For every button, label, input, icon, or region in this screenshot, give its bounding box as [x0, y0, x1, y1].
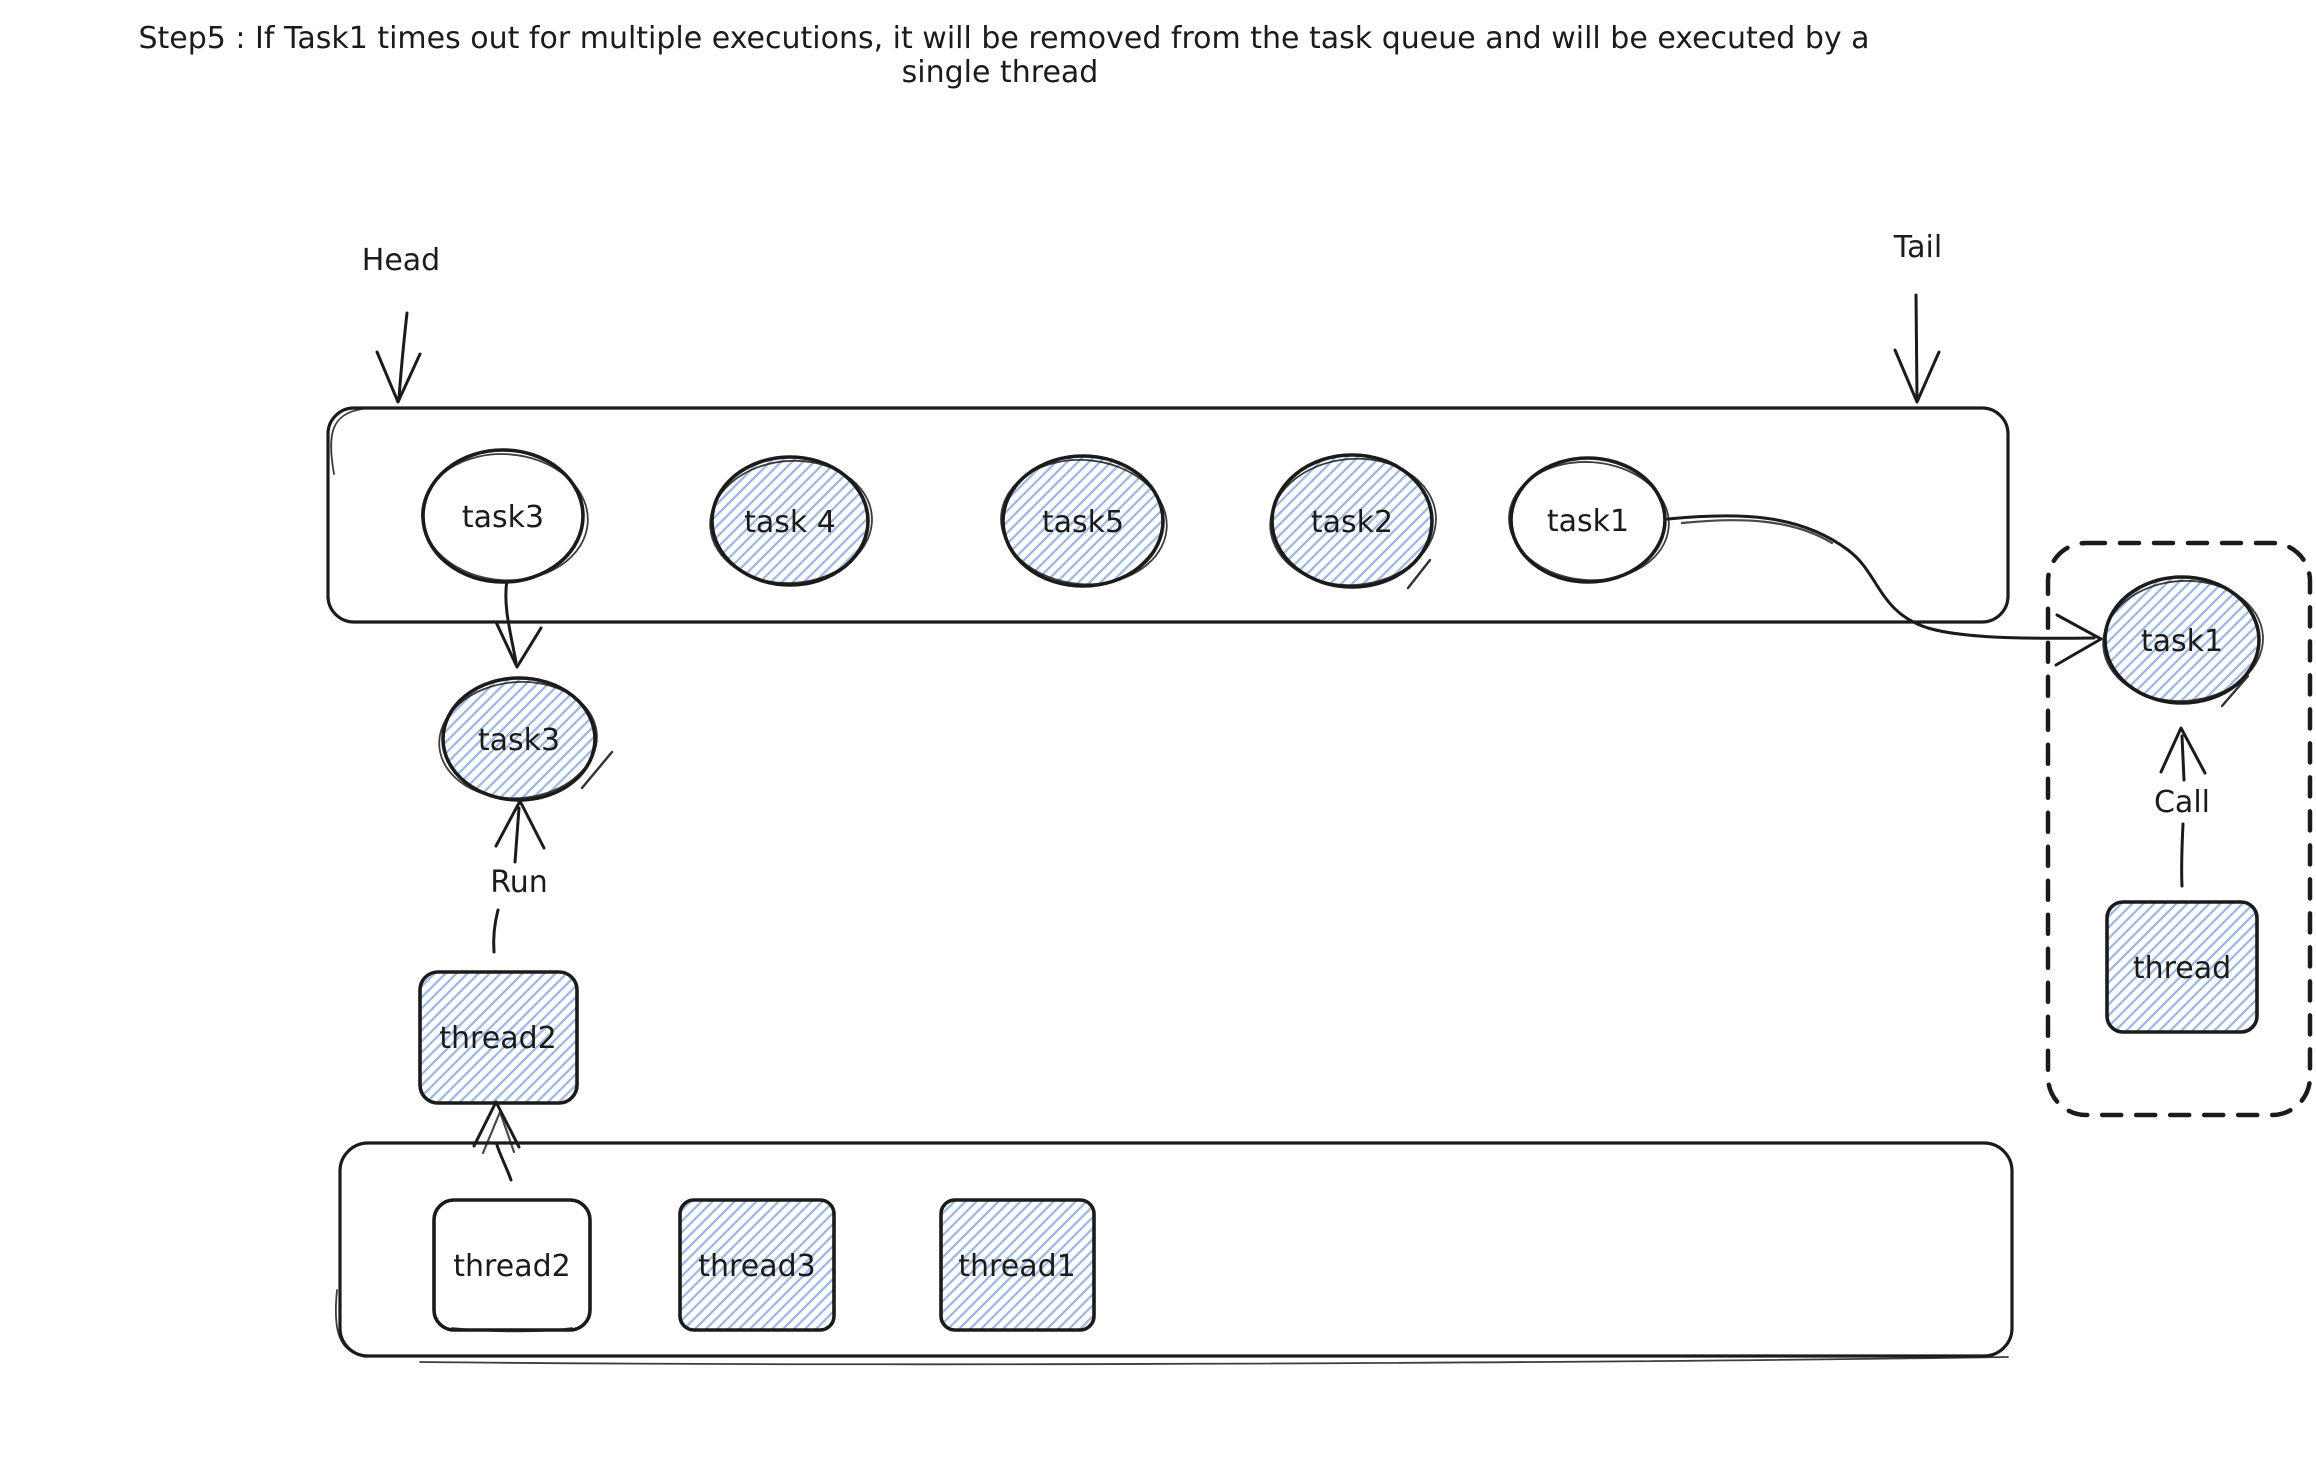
pool-thread-thread1: thread1: [939, 1198, 1096, 1332]
remove-task1-arrow-icon: [1666, 514, 2103, 667]
queue-task-label: task1: [1547, 504, 1629, 539]
queue-task-label: task2: [1311, 505, 1393, 540]
tail-label: Tail: [1893, 230, 1942, 265]
running-thread-label: thread2: [439, 1021, 556, 1056]
queue-task-task1: task1: [1508, 456, 1670, 584]
running-task-label: task3: [478, 723, 560, 758]
queue-task-label: task3: [462, 500, 544, 535]
tail-arrow-icon: [1893, 293, 1941, 404]
dequeue-task3-arrow-icon: [494, 578, 543, 669]
task-queue-sketch-stroke: [330, 408, 363, 475]
head-label: Head: [362, 243, 440, 278]
queue-task-task5: task5: [1000, 454, 1168, 588]
single-thread-thread: thread: [2105, 900, 2259, 1034]
call-arrow-icon: [2159, 726, 2207, 782]
stray-hatch-mark: [2220, 674, 2250, 708]
run-label: Run: [490, 865, 548, 900]
single-thread-task-label: task1: [2141, 624, 2223, 659]
queue-task-label: task5: [1042, 505, 1124, 540]
queue-task-label: task 4: [744, 505, 836, 540]
running-task-task3: task3: [438, 676, 614, 802]
single-thread-box: [2045, 540, 2313, 1118]
pool-thread-label: thread3: [698, 1249, 815, 1284]
stray-hatch-mark: [580, 750, 614, 790]
call-arrow-tail-icon: [2180, 822, 2185, 888]
promote-thread2-arrow-icon: [472, 1100, 521, 1182]
pool-thread-label: thread1: [958, 1249, 1075, 1284]
queue-task-task3: task3: [421, 448, 589, 584]
stray-hatch-mark: [1406, 558, 1432, 590]
head-arrow-icon: [375, 311, 422, 404]
queue-task-task4: task 4: [709, 455, 873, 587]
diagram-title-line2: single thread: [902, 55, 1099, 90]
run-arrow-tail-icon: [492, 908, 500, 954]
thread-pool-container: [338, 1141, 2014, 1358]
thread-pool-sketch-stroke: [334, 1289, 367, 1358]
diagram-title-line1: Step5 : If Task1 times out for multiple …: [138, 21, 1869, 56]
task-queue-container: [326, 406, 2010, 624]
pool-thread-label: thread2: [453, 1249, 570, 1284]
running-thread-thread2: thread2: [418, 970, 579, 1105]
pool-thread-thread3: thread3: [678, 1198, 836, 1332]
queue-task-task2: task2: [1269, 453, 1437, 590]
single-thread-thread-label: thread: [2133, 951, 2231, 986]
thread-pool-sketch-bottom: [419, 1356, 2009, 1366]
pool-thread-thread2: thread2: [432, 1198, 592, 1333]
call-label: Call: [2154, 785, 2210, 820]
run-arrow-icon: [494, 799, 546, 864]
single-thread-task1: task1: [2102, 575, 2264, 708]
